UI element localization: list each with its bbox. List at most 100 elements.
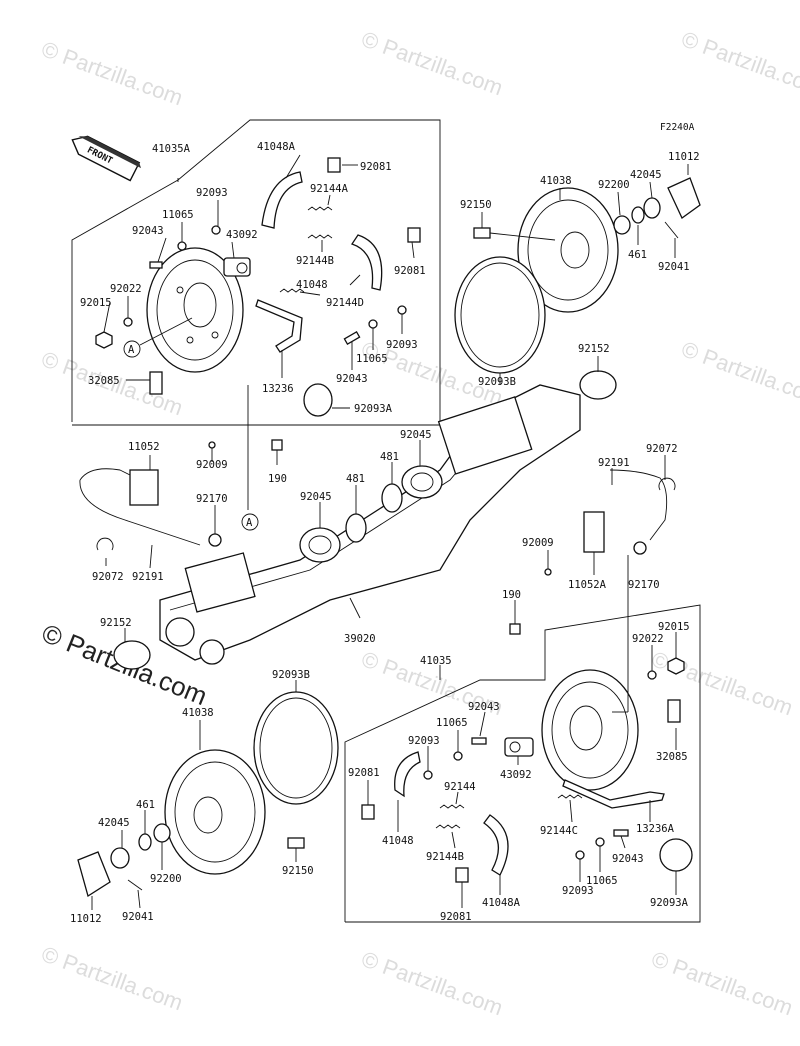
label-41048-bot: 41048	[382, 835, 414, 847]
callout-a-upper: A	[123, 340, 141, 358]
label-92022-top: 92022	[110, 283, 142, 295]
label-41048A-bot: 41048A	[482, 897, 521, 909]
label-92093B-top: 92093B	[478, 376, 516, 388]
label-92081-top1: 92081	[360, 161, 392, 173]
label-92009-left: 92009	[196, 459, 228, 471]
washer-92093-top	[211, 225, 221, 235]
cap-11012-bot	[77, 851, 111, 898]
seal-92093B-top	[454, 256, 546, 374]
nut-42045-bot	[110, 847, 130, 869]
clip-92081-top1	[327, 157, 341, 173]
label-43092-top: 43092	[226, 229, 258, 241]
label-92093-bot2: 92093	[562, 885, 594, 897]
label-32085-top: 32085	[88, 375, 120, 387]
spring-92144B-bot	[435, 824, 461, 829]
bolt-190-bot	[509, 623, 521, 635]
bolt-92009-right	[544, 568, 552, 576]
bushing-92152-bot	[113, 640, 151, 670]
washer-92022-top	[123, 317, 133, 327]
callout-a-mid: A	[241, 513, 259, 531]
hose-92191-right	[609, 469, 668, 541]
clip-92081-bot1	[361, 804, 375, 820]
wheel-cylinder-43092-top	[223, 257, 251, 277]
nut-92015-top	[95, 331, 113, 349]
clamp-92170-right	[633, 541, 647, 555]
washer-11065-bot	[453, 751, 463, 761]
label-92022-bot: 92022	[632, 633, 664, 645]
label-92015-bot: 92015	[658, 621, 690, 633]
spring-92144	[439, 804, 465, 809]
label-11052: 11052	[128, 441, 160, 453]
lower-brake-panel	[541, 669, 639, 791]
label-11065-bot: 11065	[436, 717, 468, 729]
figure-code: F2240A	[660, 122, 695, 133]
clip-92072-left	[96, 537, 114, 551]
washer-92093-top2	[397, 305, 407, 315]
label-41048A-top: 41048A	[257, 141, 296, 153]
clip-32085-bot	[667, 699, 681, 723]
washer-11065-top	[177, 241, 187, 251]
bolt-92009-left	[208, 441, 216, 449]
leader-lines	[91, 154, 689, 910]
hose-92191-left	[79, 468, 201, 546]
label-92093-top: 92093	[196, 187, 228, 199]
brake-shoe-41048A-top	[261, 171, 303, 229]
circlip-481-top	[381, 483, 403, 513]
label-92150-top: 92150	[460, 199, 492, 211]
watermark: © Partzilla.com	[38, 36, 186, 110]
label-92041-bot: 92041	[122, 911, 154, 923]
label-43092-bot: 43092	[500, 769, 532, 781]
label-92191-right: 92191	[598, 457, 630, 469]
label-92043-bot: 92043	[468, 701, 500, 713]
label-32085-bot: 32085	[656, 751, 688, 763]
nut-461-top	[631, 206, 645, 224]
pin-92043-bot	[471, 737, 487, 745]
label-92043-bot2: 92043	[612, 853, 644, 865]
label-41035A: 41035A	[152, 143, 191, 155]
bolt-92150-top	[473, 227, 491, 239]
label-92045-mid: 92045	[300, 491, 332, 503]
label-39020: 39020	[344, 633, 376, 645]
pin-92043-top2	[343, 331, 361, 345]
watermark: © Partzilla.com	[678, 336, 800, 410]
bolt-92150-bot	[287, 837, 305, 849]
label-13236A: 13236A	[636, 823, 675, 835]
label-41048-top: 41048	[296, 279, 328, 291]
watermark: © Partzilla.com	[678, 26, 800, 100]
label-92144C: 92144C	[540, 825, 578, 837]
bracket-11052A	[583, 511, 605, 553]
brake-shoe-41048A-bot	[483, 814, 509, 876]
watermark: © Partzilla.com	[358, 26, 506, 100]
brake-shoe-41048-top	[350, 234, 383, 291]
lever-13236	[255, 299, 303, 353]
label-92191-left: 92191	[132, 571, 164, 583]
label-92081-bot2: 92081	[440, 911, 472, 923]
wheel-cylinder-43092-bot	[504, 737, 534, 757]
label-11065-top2: 11065	[356, 353, 388, 365]
label-92170-right: 92170	[628, 579, 660, 591]
bearing-92045-mid	[299, 527, 341, 563]
clip-92072-right	[658, 477, 676, 491]
label-92170-left: 92170	[196, 493, 228, 505]
label-41038-bot: 41038	[182, 707, 214, 719]
label-92144: 92144	[444, 781, 476, 793]
label-92041-top: 92041	[658, 261, 690, 273]
label-92045-top: 92045	[400, 429, 432, 441]
label-92200-top: 92200	[598, 179, 630, 191]
cotter-pin-92041-bot	[127, 879, 143, 891]
washer-11065-top2	[368, 319, 378, 329]
circlip-481-mid	[345, 513, 367, 543]
washer-92093-bot2	[575, 850, 585, 860]
label-92081-bot1: 92081	[348, 767, 380, 779]
label-190-bot: 190	[502, 589, 521, 601]
label-92072-left: 92072	[92, 571, 124, 583]
label-11012-top: 11012	[668, 151, 700, 163]
washer-11065-bot2	[595, 837, 605, 847]
label-92043-top2: 92043	[336, 373, 368, 385]
callout-letter: A	[128, 344, 135, 356]
bearing-92045-top	[401, 465, 443, 499]
lower-brake-group-box	[344, 604, 701, 923]
axle-housing-39020	[159, 384, 581, 665]
label-92093A-bot: 92093A	[650, 897, 689, 909]
label-92093A-top: 92093A	[354, 403, 393, 415]
